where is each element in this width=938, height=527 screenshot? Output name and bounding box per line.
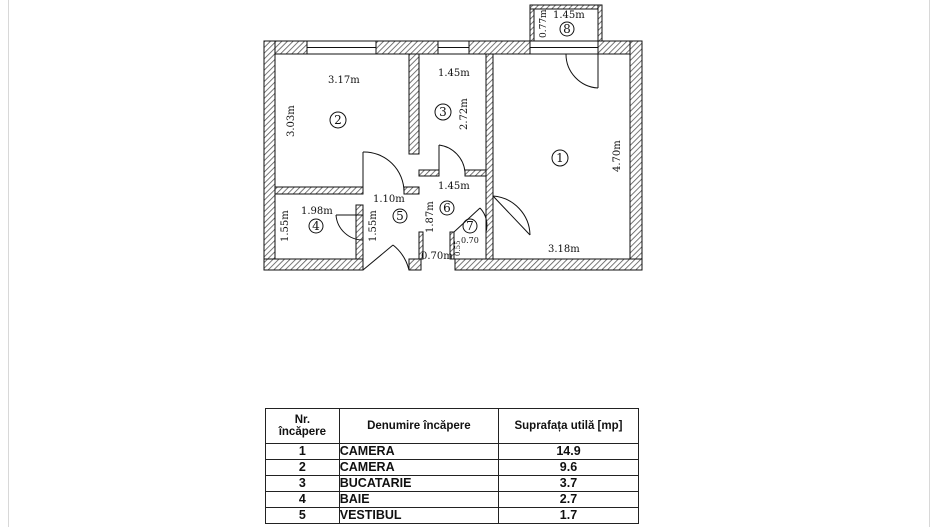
- room-7-side-dim: 0.55: [454, 240, 462, 256]
- area-table-container: Nr. încăpere Denumire încăpere Suprafața…: [265, 408, 640, 524]
- room-8-circle: [559, 21, 575, 37]
- room-2-number: 2: [334, 113, 342, 127]
- room-6-circle: [439, 200, 455, 216]
- room-4-circle: [308, 218, 324, 234]
- room-labels: [308, 21, 575, 234]
- table-row: 2 CAMERA 9.6: [265, 459, 640, 476]
- cell-area: 2.7: [497, 491, 640, 508]
- room-8-number: 8: [563, 22, 571, 36]
- room-4-number: 4: [312, 219, 320, 233]
- page-border-left: [8, 0, 9, 527]
- room-6-width-dim: 1.45m: [438, 181, 470, 192]
- table-row: 3 BUCATARIE 3.7: [265, 475, 640, 492]
- cell-area: 14.9: [497, 443, 640, 460]
- cell-name: VESTIBUL: [338, 507, 499, 524]
- page-border-right: [929, 0, 930, 527]
- room-4-width-dim: 1.98m: [301, 206, 333, 217]
- room-5-height-dim: 1.55m: [368, 210, 379, 242]
- room-3-number: 3: [439, 105, 447, 119]
- header-nr: Nr. încăpere: [265, 408, 340, 444]
- header-area: Suprafața utilă [mp]: [497, 408, 640, 444]
- cell-area: 9.6: [497, 459, 640, 476]
- cell-nr: 5: [265, 507, 340, 524]
- header-name: Denumire încăpere: [338, 408, 499, 444]
- walls: [263, 4, 643, 271]
- room-5-width-dim: 1.10m: [373, 194, 405, 205]
- room-2-height-dim: 3.03m: [286, 105, 297, 137]
- room-5-number: 5: [396, 209, 404, 223]
- room-1-width-dim: 3.18m: [548, 244, 580, 255]
- room-1-number: 1: [556, 151, 564, 165]
- room-3-circle: [434, 103, 452, 121]
- cell-nr: 4: [265, 491, 340, 508]
- room-8-depth-dim: 0.77m: [539, 9, 549, 38]
- room-7-number: 7: [466, 219, 474, 233]
- room-7-bottom-dim: 0.70m: [421, 251, 453, 262]
- room-7-inner-dim: 0.70: [461, 236, 479, 245]
- cell-nr: 3: [265, 475, 340, 492]
- cell-nr: 1: [265, 443, 340, 460]
- table-header-row: Nr. încăpere Denumire încăpere Suprafața…: [265, 408, 640, 444]
- cell-nr: 2: [265, 459, 340, 476]
- area-table: Nr. încăpere Denumire încăpere Suprafața…: [265, 408, 640, 524]
- room-5-circle: [392, 208, 408, 224]
- table-row: 1 CAMERA 14.9: [265, 443, 640, 460]
- cell-name: CAMERA: [338, 459, 499, 476]
- room-4-height-dim: 1.55m: [280, 210, 291, 242]
- windows: [306, 40, 599, 55]
- cell-area: 3.7: [497, 475, 640, 492]
- cell-name: BAIE: [338, 491, 499, 508]
- room-2-circle: [329, 111, 347, 129]
- cell-name: BUCATARIE: [338, 475, 499, 492]
- header-nr-line1: Nr.: [294, 414, 311, 426]
- cell-name: CAMERA: [338, 443, 499, 460]
- floor-plan: 1 2 3 4 5 6 7 8 4.70m 3.18m 3.17m 3.03m …: [263, 4, 643, 271]
- table-row: 5 VESTIBUL 1.7: [265, 507, 640, 524]
- room-3-width-dim: 1.45m: [438, 68, 470, 79]
- room-1-height-dim: 4.70m: [612, 140, 623, 172]
- room-1-circle: [551, 149, 569, 167]
- cell-area: 1.7: [497, 507, 640, 524]
- table-row: 4 BAIE 2.7: [265, 491, 640, 508]
- header-nr-line2: încăpere: [278, 426, 327, 438]
- room-2-width-dim: 3.17m: [328, 75, 360, 86]
- room-6-number: 6: [443, 201, 451, 215]
- room-7-circle: [462, 218, 478, 234]
- room-3-height-dim: 2.72m: [459, 98, 470, 130]
- room-8-width-dim: 1.45m: [553, 10, 585, 21]
- room-6-height-dim: 1.87m: [425, 201, 436, 233]
